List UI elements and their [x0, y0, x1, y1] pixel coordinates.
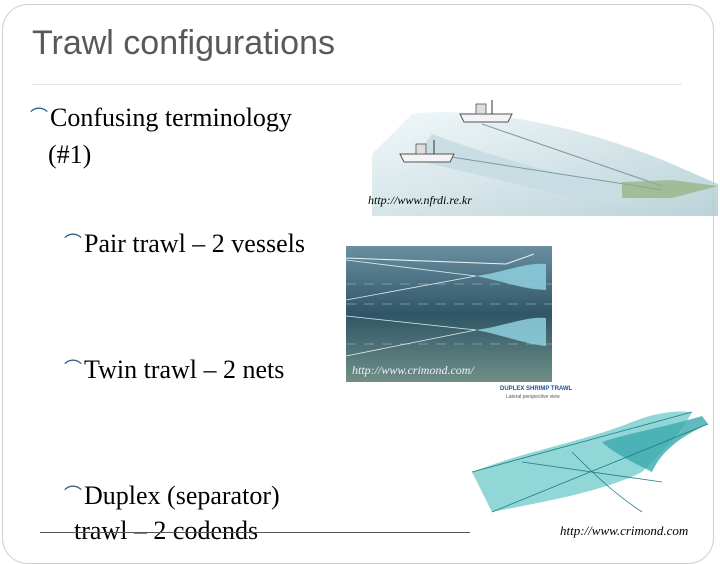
content-divider	[40, 532, 470, 533]
bullet-swoosh-icon: ⌒	[64, 233, 82, 253]
title-divider	[32, 84, 682, 85]
duplex-subheading: Lateral perspective view	[506, 394, 560, 400]
twin-trawl-image	[346, 246, 552, 382]
vessel-1	[459, 100, 513, 123]
bullet-twin-trawl: ⌒Twin trawl – 2 nets	[64, 352, 284, 387]
bullet-swoosh-icon: ⌒	[64, 359, 82, 379]
duplex-trawl-caption: http://www.crimond.com	[560, 523, 689, 538]
bullet-text: Confusing terminology	[50, 103, 292, 132]
bullet-continuation: trawl – 2 codends	[74, 516, 259, 545]
bullet-swoosh-icon: ⌒	[64, 485, 82, 505]
duplex-trawl-image	[462, 402, 714, 522]
twin-trawl-caption: http://www.crimond.com/	[352, 363, 474, 377]
bullet-pair-trawl: ⌒Pair trawl – 2 vessels	[64, 226, 305, 261]
bullet-continuation: (#1)	[48, 140, 92, 169]
pair-trawl-caption: http://www.nfrdi.re.kr	[368, 193, 472, 207]
bullet-text: Pair trawl – 2 vessels	[84, 229, 305, 258]
slide-title: Trawl configurations	[32, 24, 335, 62]
bullet-swoosh-icon: ⌒	[30, 107, 48, 127]
bullet-duplex-trawl: ⌒Duplex (separator)	[64, 478, 280, 513]
bullet-confusing-terminology: ⌒Confusing terminology	[30, 100, 292, 135]
vessel-2	[399, 140, 455, 163]
pair-trawl-image	[372, 94, 718, 216]
bullet-text: Twin trawl – 2 nets	[84, 355, 285, 384]
bullet-text: Duplex (separator)	[84, 481, 280, 510]
duplex-heading: DUPLEX SHRIMP TRAWL	[500, 386, 573, 392]
